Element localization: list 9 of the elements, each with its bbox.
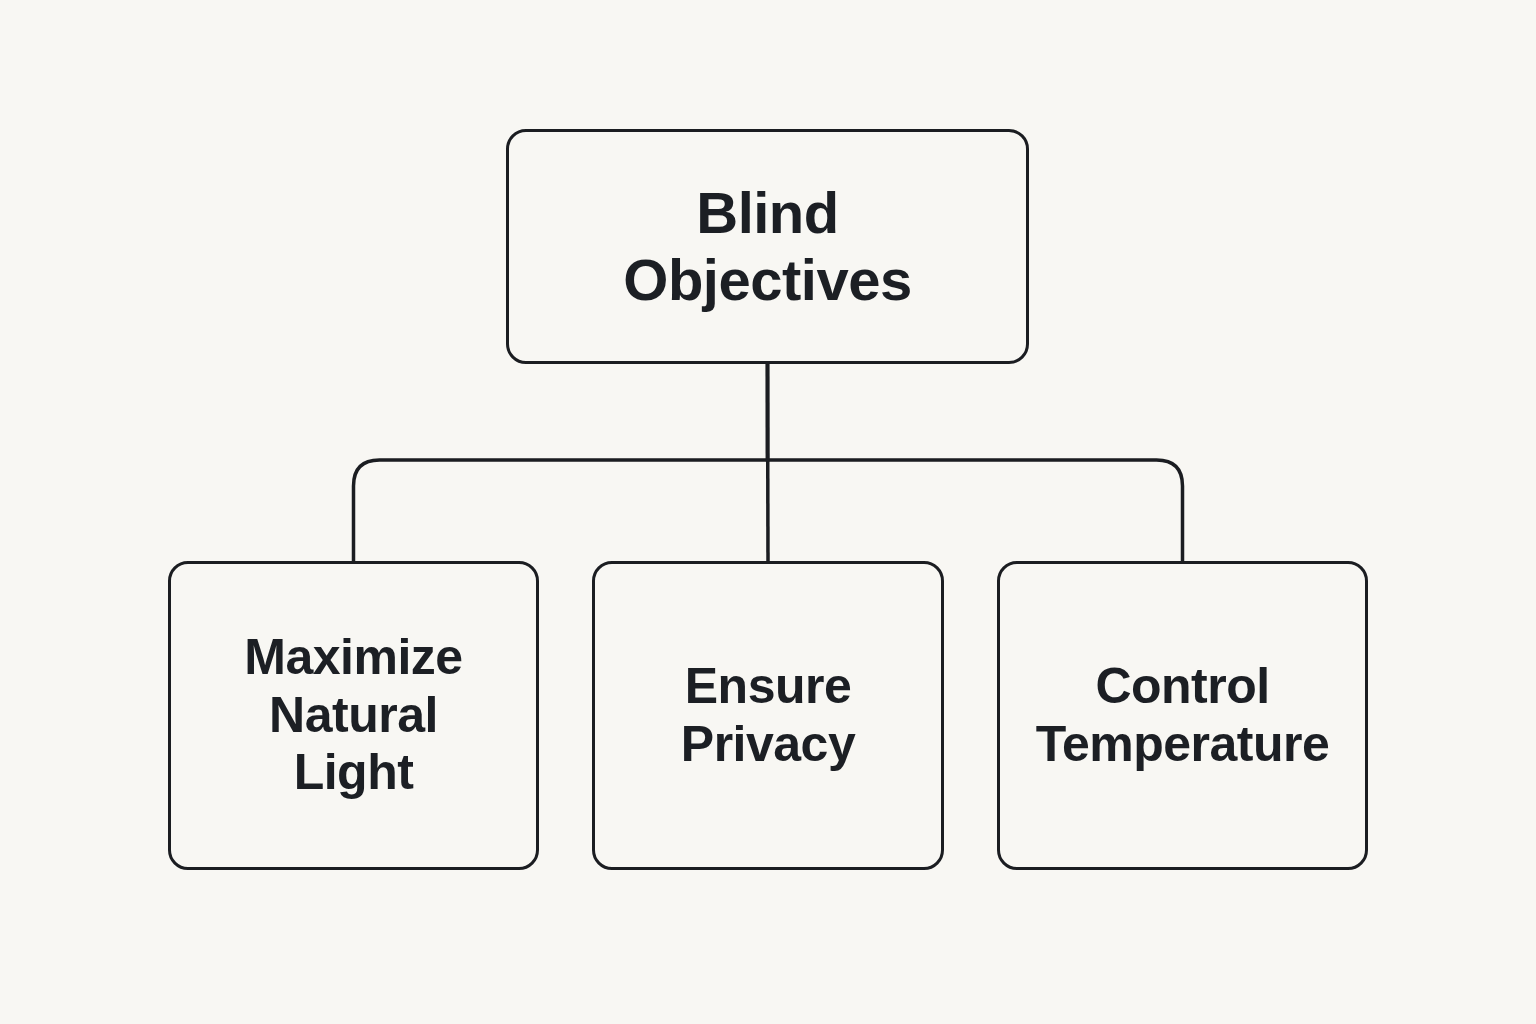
node-label: Blind Objectives <box>622 179 913 314</box>
node-box <box>168 561 539 870</box>
node-box <box>592 561 944 870</box>
node-label: Maximize Natural Light <box>243 629 464 802</box>
node-label: Ensure Privacy <box>679 658 857 773</box>
node-box <box>506 129 1029 364</box>
node-box <box>997 561 1368 870</box>
connector-line <box>765 364 1185 561</box>
node-label: Control Temperature <box>1034 658 1331 773</box>
